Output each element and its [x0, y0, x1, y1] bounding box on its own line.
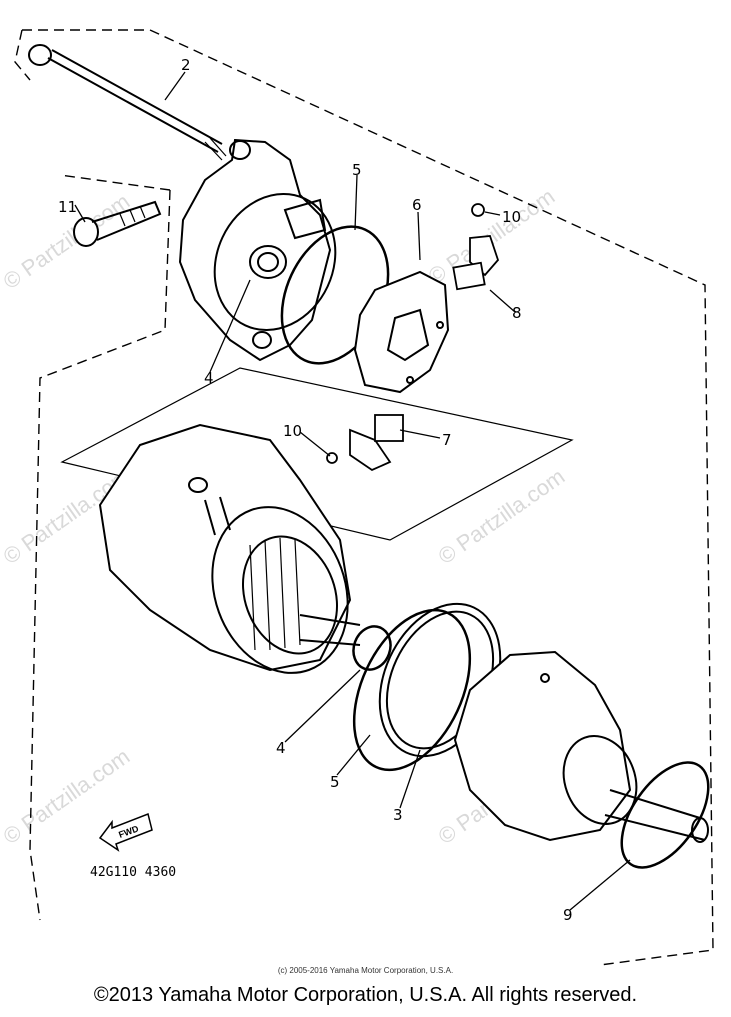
callout-5-lower: 5 — [330, 773, 340, 791]
diagram-code: 42G110 4360 — [90, 865, 176, 880]
callout-8: 8 — [512, 304, 522, 322]
leader-lines — [74, 71, 631, 911]
fwd-arrow-icon: FWD — [98, 812, 153, 852]
watermark: © Partzilla.com — [424, 184, 560, 290]
callout-numbers: 2 11 5 6 10 8 4 10 7 4 5 3 9 — [58, 56, 573, 924]
front-cover-housing — [178, 138, 337, 362]
o-ring-end — [620, 761, 710, 869]
callout-10-upper: 10 — [502, 208, 521, 226]
yoke-assembly — [98, 423, 361, 674]
callout-5-upper: 5 — [352, 161, 362, 179]
screw-bolt — [73, 200, 162, 247]
brush-holder-plate — [353, 270, 450, 394]
main-copyright: ©2013 Yamaha Motor Corporation, U.S.A. A… — [93, 984, 638, 1006]
callout-10-lower: 10 — [283, 422, 302, 440]
callout-3: 3 — [393, 806, 403, 824]
washer-lower — [352, 625, 392, 671]
callout-7: 7 — [442, 431, 452, 449]
rear-cover-housing — [453, 650, 709, 843]
long-through-bolt — [28, 44, 227, 161]
callout-2: 2 — [181, 56, 191, 74]
brush-set — [326, 203, 500, 472]
callout-11: 11 — [58, 198, 77, 216]
assembly-boundary — [14, 29, 714, 966]
callout-4-lower: 4 — [276, 739, 286, 757]
callout-4-upper: 4 — [204, 369, 214, 387]
callout-9: 9 — [563, 906, 573, 924]
starter-motor-exploded-diagram: © Partzilla.com © Partzilla.com © Partzi… — [0, 29, 714, 966]
small-copyright: (c) 2005-2016 Yamaha Motor Corporation, … — [277, 966, 454, 975]
callout-6: 6 — [412, 196, 422, 214]
